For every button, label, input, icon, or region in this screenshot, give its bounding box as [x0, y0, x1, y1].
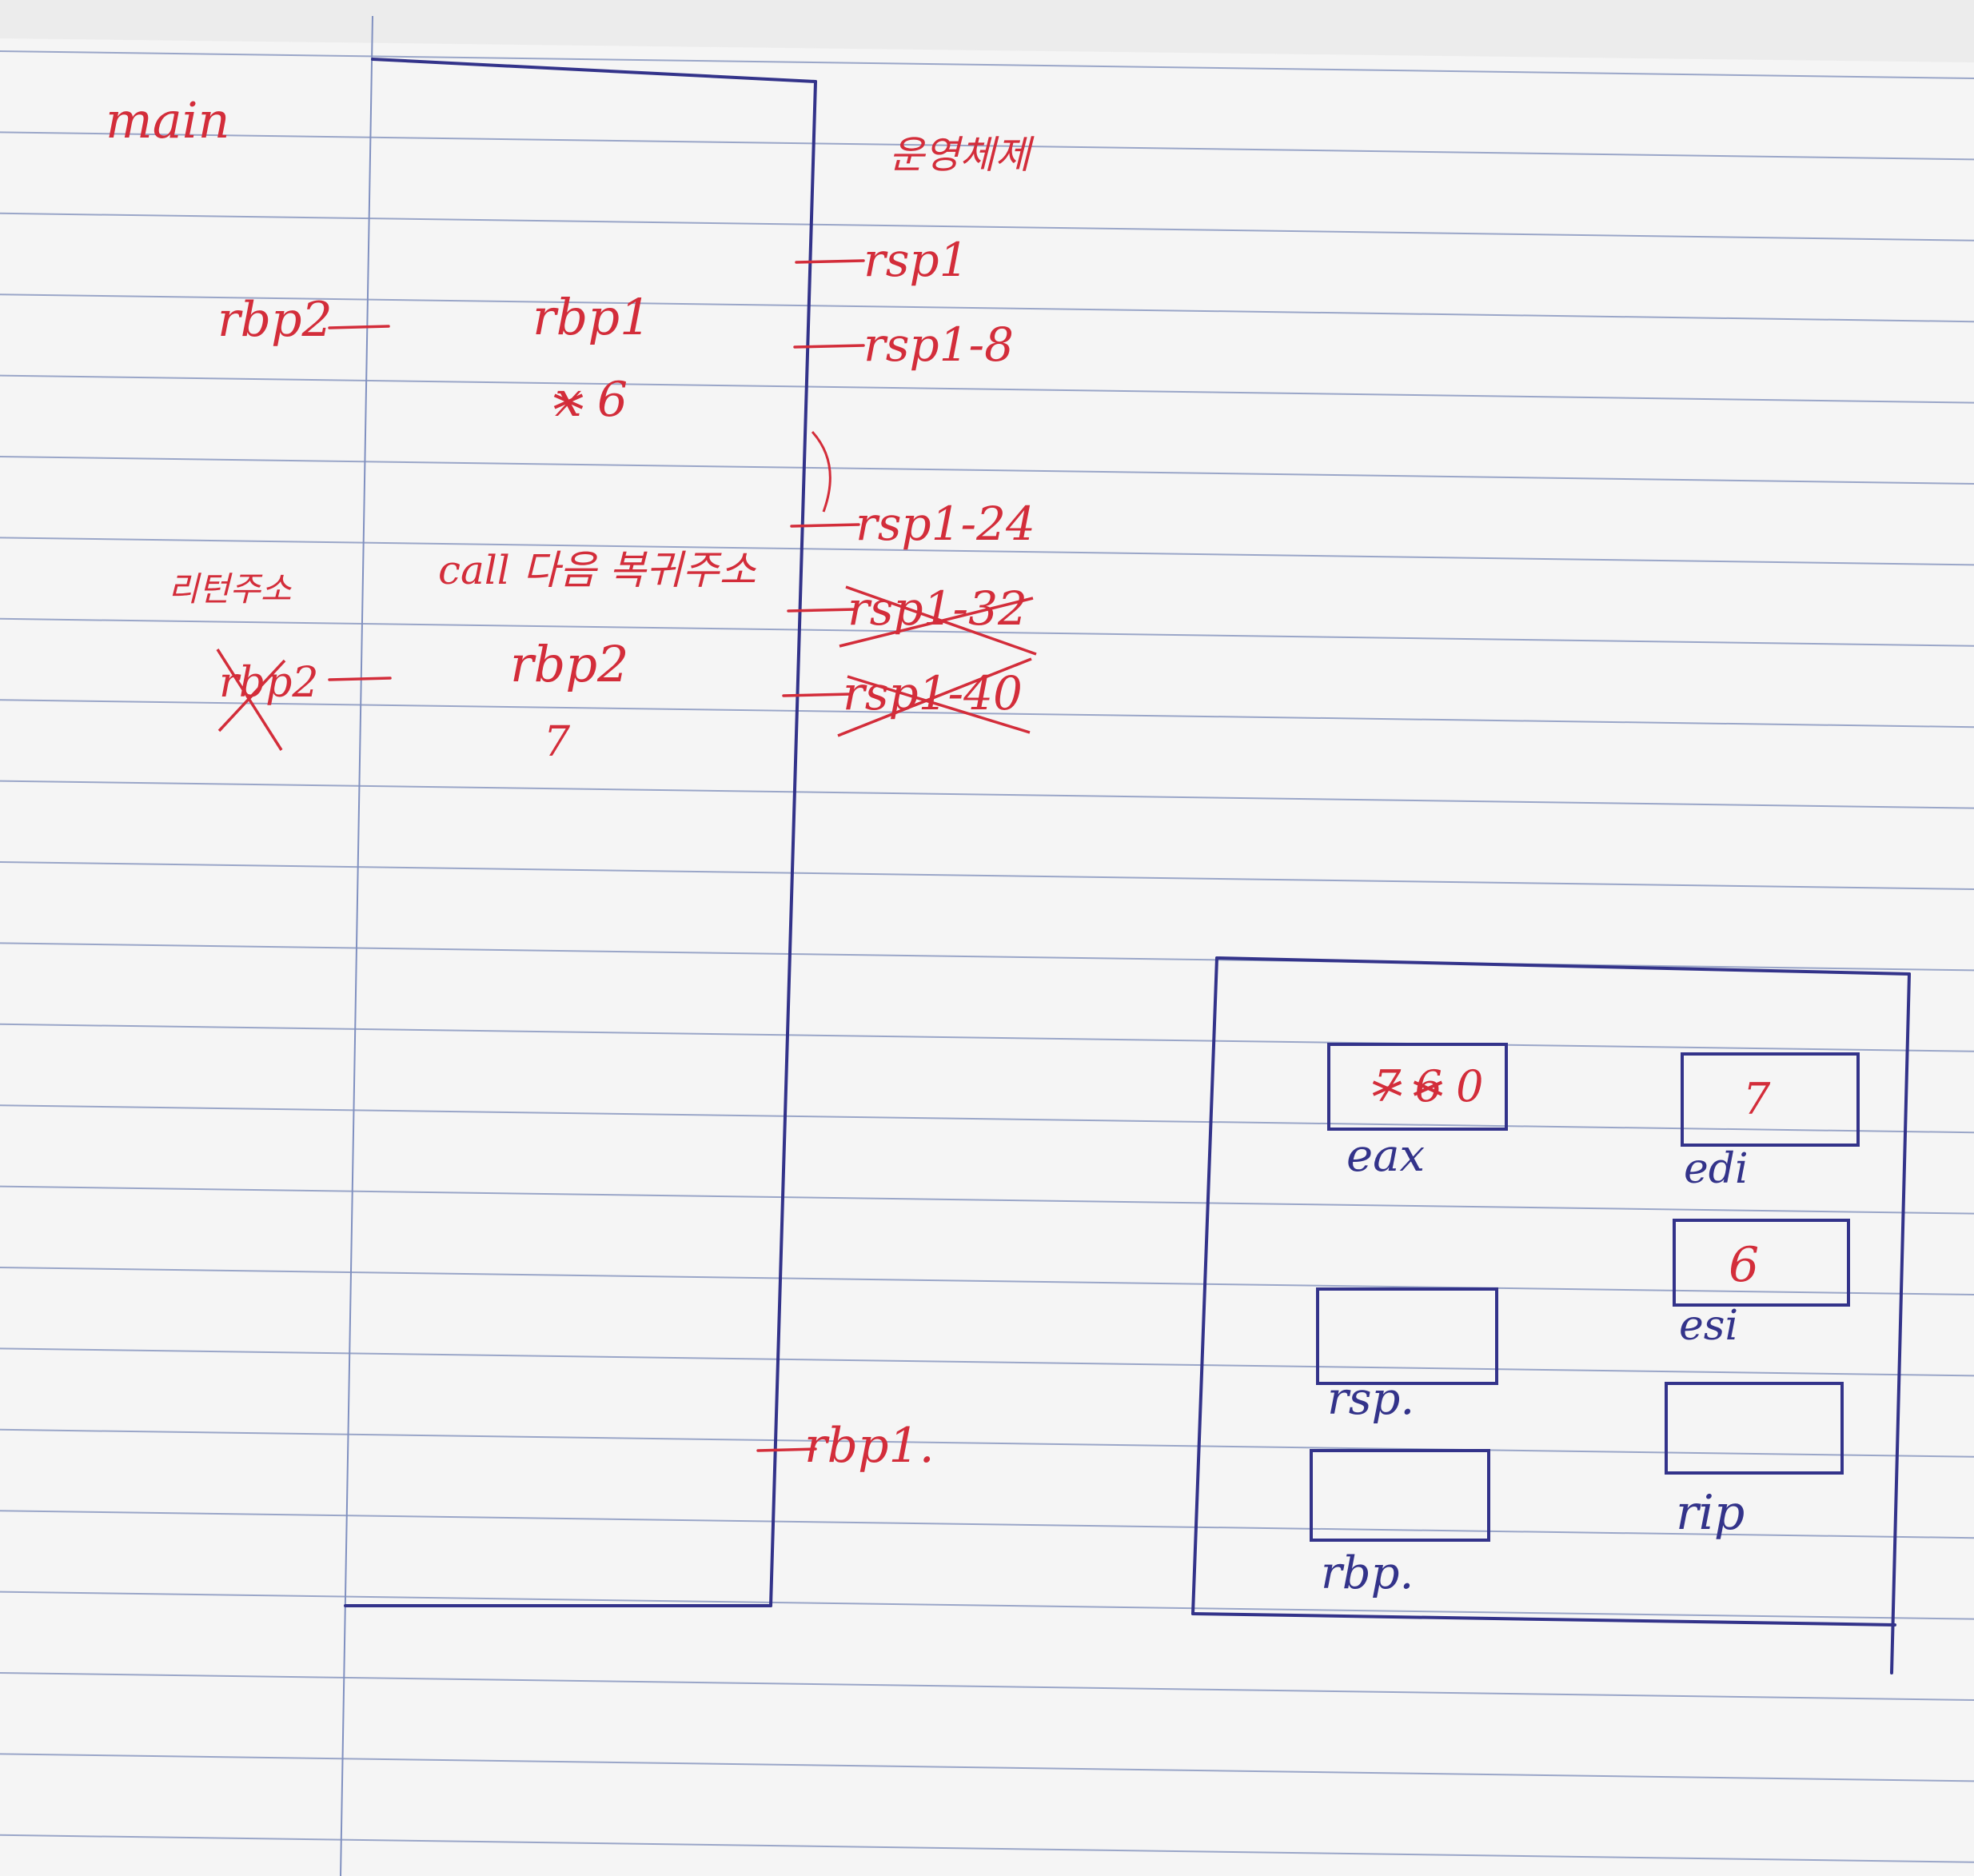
ruled-line [0, 293, 1974, 323]
rsp1-24-marker: rsp1-24 [855, 497, 1035, 551]
ruled-line [0, 1591, 1974, 1620]
return-address-note: 리턴주소 [168, 569, 292, 609]
strike-mark [847, 675, 1031, 734]
ruled-line [0, 699, 1974, 728]
paper-sheet [0, 0, 1974, 60]
ruled-line [0, 617, 1974, 647]
rip-register-label: rip [1676, 1485, 1745, 1541]
rsp-register-box [1316, 1287, 1498, 1385]
rsp-register-label: rsp. [1327, 1373, 1415, 1425]
ruled-line [0, 374, 1974, 404]
ruled-lines [0, 50, 1974, 1863]
rsp1-40-marker-crossed: rsp1-40 [843, 666, 1023, 720]
ruled-line [0, 942, 1974, 972]
register-panel [1191, 956, 1911, 1674]
ruled-line [0, 537, 1974, 566]
ruled-line [0, 1672, 1974, 1701]
ruled-line [0, 1510, 1974, 1539]
ruled-line [0, 1267, 1974, 1295]
rbp2-marker-label: rbp2 [217, 292, 333, 348]
rsp1-marker: rsp1 [863, 233, 969, 287]
eax-register-label: eax [1346, 1130, 1426, 1182]
ruled-line [0, 1347, 1974, 1377]
stack-slot-return-address: call 다음 복귀주소 [438, 547, 756, 593]
ruled-line [0, 1104, 1974, 1134]
rsp1-8-marker: rsp1-8 [863, 317, 1015, 372]
main-frame-label: main [106, 91, 230, 150]
tick-marks [328, 259, 865, 1452]
rip-register-box [1665, 1382, 1844, 1475]
ruled-line [0, 212, 1974, 241]
ruled-line [0, 456, 1974, 485]
ruled-line [0, 1023, 1974, 1052]
ruled-line [0, 780, 1974, 809]
rsp1-32-marker-crossed: rsp1-32 [847, 581, 1027, 636]
current-value: 6 [596, 372, 628, 428]
eax-crossed-value: 7 [1374, 1061, 1402, 1112]
strike-mark [839, 597, 1034, 648]
esi-register-label: esi [1679, 1302, 1739, 1350]
os-header-label: 운영체제 [889, 133, 1031, 178]
ruled-line [0, 861, 1974, 890]
eax-crossed-value: 6 [1414, 1061, 1442, 1112]
rbp-register-label: rbp. [1321, 1547, 1414, 1599]
esi-register-value: 6 [1729, 1237, 1760, 1293]
ruled-line [0, 1428, 1974, 1458]
rbp1-marker: rbp1. [804, 1418, 935, 1474]
eax-register-value: 7 6 0 [1374, 1065, 1483, 1108]
ruled-line [0, 1834, 1974, 1863]
brace-mark [811, 430, 831, 513]
eax-register-box [1327, 1043, 1508, 1131]
stack-frame [344, 58, 817, 1607]
esi-register-box [1673, 1219, 1850, 1307]
crossed-rbp-marker: rbp2 [219, 659, 319, 707]
strike-mark [217, 659, 286, 732]
edi-register-value: 7 [1743, 1074, 1771, 1124]
ruled-line [0, 1185, 1974, 1215]
stack-slot-rbp1: rbp1 [532, 288, 652, 346]
rbp-register-box [1310, 1449, 1490, 1542]
ruled-line [0, 131, 1974, 161]
edi-register-label: edi [1684, 1145, 1749, 1193]
crossed-value: x [555, 372, 582, 428]
stack-slot-value-2: 7 [544, 718, 571, 766]
stack-slot-rbp2: rbp2 [510, 635, 629, 693]
edi-register-box [1681, 1052, 1860, 1147]
ruled-line [0, 50, 1974, 79]
strike-mark [837, 657, 1032, 737]
ruled-line [0, 1753, 1974, 1782]
stack-slot-value: x 6 [555, 376, 628, 424]
eax-current-value: 0 [1456, 1061, 1484, 1112]
